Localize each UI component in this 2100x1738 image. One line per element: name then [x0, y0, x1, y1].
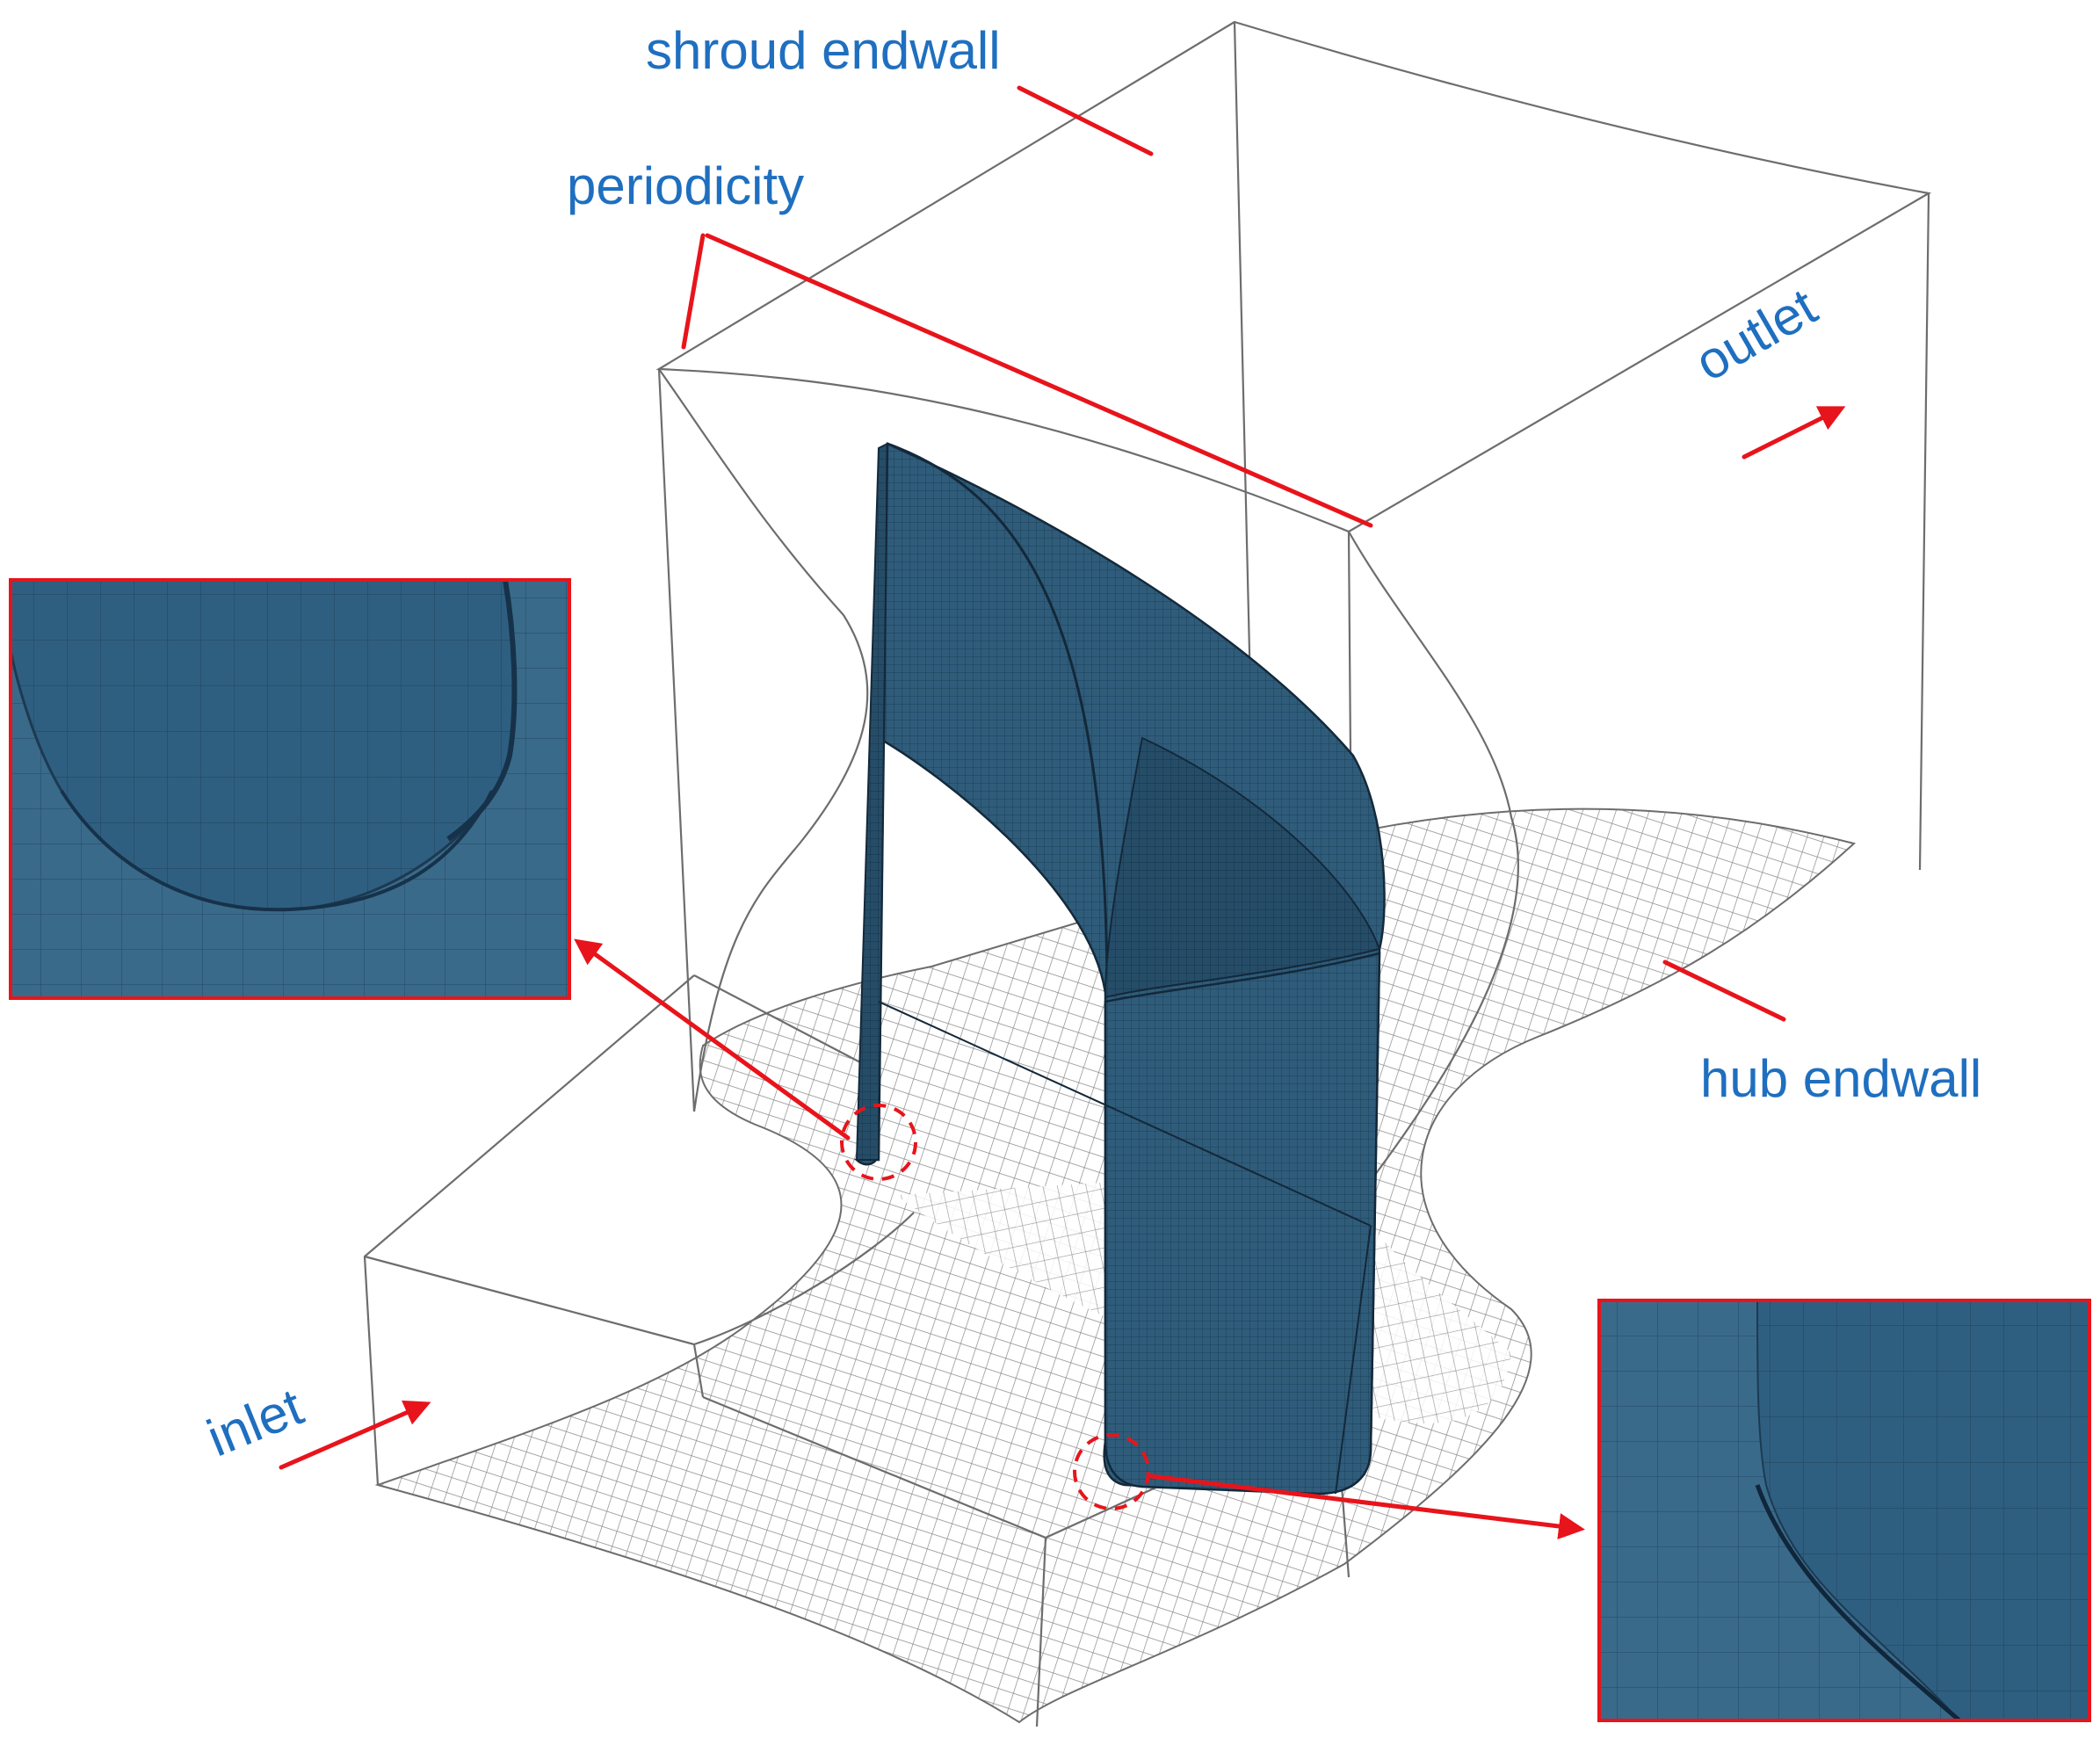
zoom-panel-left [9, 578, 571, 1000]
zoom-circle-leading [840, 1104, 917, 1181]
periodicity-leader-right [705, 233, 1373, 528]
inlet-arrow [279, 1400, 431, 1470]
zoom-circle-trailing [1073, 1433, 1150, 1510]
shroud-leader [1017, 85, 1154, 156]
outlet-arrow [1742, 406, 1846, 460]
zoom-arrow-left [574, 938, 851, 1141]
annotation-lines [279, 85, 1846, 1539]
blade [853, 442, 1386, 1495]
blade-lower-face [1104, 952, 1381, 1495]
periodicity-leader-left [681, 233, 706, 350]
hub-endwall-label: hub endwall [1700, 1049, 1982, 1108]
blade-leading-face [855, 442, 889, 1161]
zoom-arrow-right [1148, 1474, 1585, 1539]
blade-suction-curve [887, 442, 1109, 998]
blade-trailing-top [1104, 736, 1381, 999]
zoom-panel-right [1597, 1299, 2091, 1722]
blade-mesh-diagonal [878, 1001, 1372, 1495]
hub-leader [1662, 960, 1786, 1022]
shroud-endwall-label: shroud endwall [646, 21, 1001, 80]
periodicity-label: periodicity [567, 156, 805, 215]
